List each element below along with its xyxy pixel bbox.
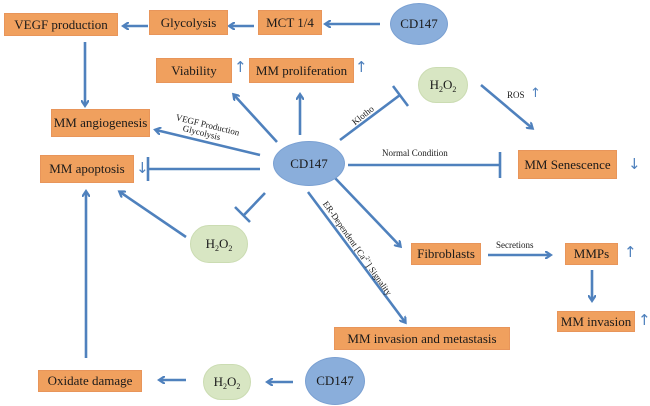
arrow-up-icon: ↑ bbox=[234, 58, 247, 76]
h2o2-h: H bbox=[205, 235, 215, 251]
node-label: H2O2 bbox=[214, 374, 241, 391]
node-label: CD147 bbox=[400, 16, 438, 31]
h2o2-o: O bbox=[443, 76, 453, 92]
node-h2o2-top: H2O2 bbox=[418, 67, 468, 103]
node-cd147-top: CD147 bbox=[390, 3, 448, 45]
node-mm-proliferation: MM proliferation bbox=[249, 58, 354, 83]
arrow-up-icon: ↑ bbox=[530, 86, 541, 101]
arrow-h2o2-to-apoptosis bbox=[120, 192, 187, 239]
h2o2-o: O bbox=[219, 235, 229, 251]
node-label: MM apoptosis bbox=[49, 161, 125, 176]
node-label: Viability bbox=[171, 62, 217, 78]
arrow-up-icon: ↑ bbox=[624, 243, 637, 261]
arrow-cd147-to-viability bbox=[234, 95, 278, 143]
h2o2-h: H bbox=[213, 373, 223, 389]
node-label: MM proliferation bbox=[255, 62, 348, 78]
node-mmps: MMPs bbox=[565, 243, 618, 265]
arrow-up-icon: ↑ bbox=[638, 311, 650, 329]
node-label: MM angiogenesis bbox=[53, 115, 148, 130]
arrow-cd147-to-fibroblasts bbox=[334, 177, 400, 246]
node-vegf-production: VEGF production bbox=[4, 13, 118, 36]
node-label: Oxidate damage bbox=[47, 373, 133, 388]
h2o2-sub: 2 bbox=[439, 84, 443, 94]
inhibit-cd147-to-h2o2-top bbox=[339, 93, 401, 142]
h2o2-sub: 2 bbox=[228, 243, 233, 253]
edge-label-normal-condition: Normal Condition bbox=[382, 148, 448, 158]
arrow-down-icon: ↓ bbox=[628, 155, 641, 173]
node-mct: MCT 1/4 bbox=[258, 10, 322, 35]
node-label: CD147 bbox=[316, 373, 354, 388]
arrow-cd147-to-angiogenesis bbox=[156, 130, 261, 157]
node-cd147-center: CD147 bbox=[273, 141, 345, 186]
edge-label-ros: ROS bbox=[507, 90, 525, 100]
node-label: VEGF production bbox=[14, 16, 108, 32]
node-cd147-bottom: CD147 bbox=[305, 357, 365, 405]
arrow-h2o2-to-senescence bbox=[480, 84, 532, 128]
node-label: Fibroblasts bbox=[417, 246, 475, 261]
node-h2o2-bottom: H2O2 bbox=[203, 364, 251, 400]
node-mm-apoptosis: MM apoptosis bbox=[40, 155, 134, 183]
node-label: MM Senescence bbox=[524, 156, 611, 172]
edge-label-secretions: Secretions bbox=[496, 240, 534, 250]
node-label: Glycolysis bbox=[160, 14, 217, 30]
node-label: MM invasion and metastasis bbox=[347, 330, 497, 346]
inhibit-cd147-to-h2o2-mid bbox=[243, 192, 266, 216]
node-label: MM invasion bbox=[560, 313, 632, 329]
arrow-down-icon: ↓ bbox=[136, 159, 149, 177]
h2o2-sub: 2 bbox=[215, 243, 219, 253]
inhibit-bar-h2o2-top bbox=[391, 85, 410, 107]
node-glycolysis: Glycolysis bbox=[149, 10, 228, 35]
h2o2-sub: 2 bbox=[223, 381, 227, 391]
inhibit-bar-h2o2-mid bbox=[234, 206, 251, 223]
node-viability: Viability bbox=[156, 58, 232, 83]
h2o2-h: H bbox=[429, 76, 439, 92]
arrow-up-icon: ↑ bbox=[355, 58, 368, 76]
node-fibroblasts: Fibroblasts bbox=[411, 243, 481, 265]
node-mm-invasion-metastasis: MM invasion and metastasis bbox=[334, 327, 510, 350]
node-h2o2-mid: H2O2 bbox=[190, 225, 248, 263]
h2o2-sub: 2 bbox=[236, 381, 241, 391]
node-mm-angiogenesis: MM angiogenesis bbox=[51, 109, 150, 137]
node-label: H2O2 bbox=[430, 77, 457, 94]
h2o2-o: O bbox=[227, 373, 237, 389]
node-label: H2O2 bbox=[206, 236, 233, 253]
node-oxidate-damage: Oxidate damage bbox=[38, 370, 142, 392]
node-label: MMPs bbox=[573, 246, 610, 261]
node-mm-senescence: MM Senescence bbox=[518, 150, 617, 179]
node-label: MCT 1/4 bbox=[266, 14, 314, 30]
h2o2-sub: 2 bbox=[452, 84, 457, 94]
node-label: CD147 bbox=[290, 155, 328, 171]
arrow-cd147-to-invasion-metastasis bbox=[306, 191, 405, 322]
node-mm-invasion: MM invasion bbox=[557, 311, 635, 332]
